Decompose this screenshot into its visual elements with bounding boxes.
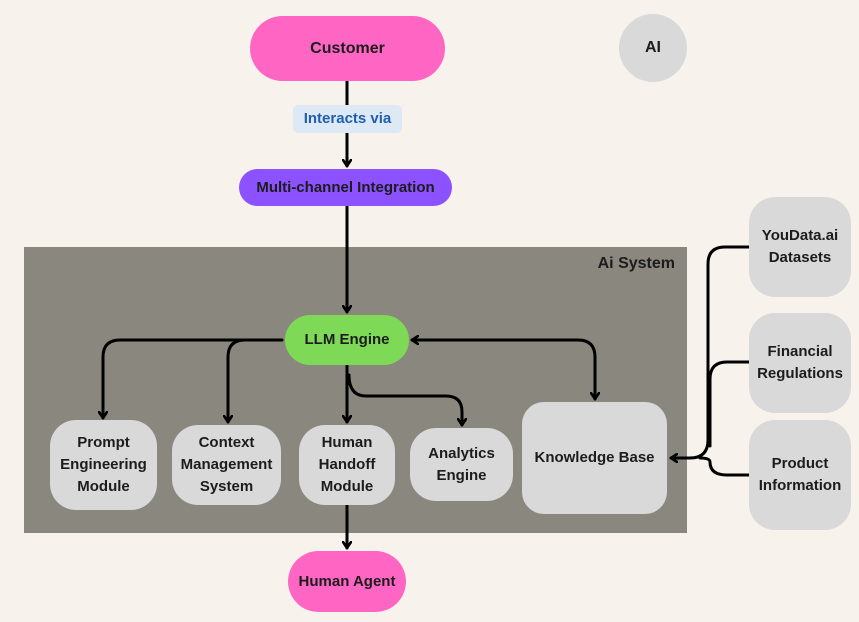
youdata-datasets-node: YouData.ai Datasets: [749, 197, 851, 297]
financial-regulations-node: Financial Regulations: [749, 313, 851, 413]
llm-label: LLM Engine: [304, 331, 390, 348]
human-agent-label: Human Agent: [298, 572, 396, 590]
panel-title: Ai System: [597, 255, 675, 272]
youdata-label: YouData.ai Datasets: [761, 227, 839, 266]
ai-badge: AI: [619, 14, 687, 82]
multichannel-label: Multi-channel Integration: [256, 178, 435, 196]
llm-engine-node: LLM Engine: [285, 315, 409, 365]
analytics-engine-node: Analytics Engine: [410, 428, 513, 501]
ai-badge-label: AI: [645, 39, 661, 56]
context-management-node: Context Management System: [172, 425, 281, 505]
prompt-engineering-node: Prompt Engineering Module: [50, 420, 157, 510]
prompt-label: Prompt Engineering Module: [60, 434, 147, 495]
customer-node: Customer: [250, 16, 445, 81]
multichannel-node: Multi-channel Integration: [239, 169, 452, 206]
human-handoff-node: Human Handoff Module: [299, 425, 395, 505]
product-information-node: Product Information: [749, 420, 851, 530]
context-label: Context Management System: [180, 434, 273, 495]
interacts-via-label: Interacts via: [293, 105, 402, 133]
product-label: Product Information: [758, 455, 842, 494]
financial-label: Financial Regulations: [757, 343, 843, 382]
analytics-label: Analytics Engine: [428, 444, 495, 484]
edge-product-knowledge: [698, 456, 751, 477]
handoff-label: Human Handoff Module: [318, 434, 376, 495]
knowledge-base-node: Knowledge Base: [522, 402, 667, 514]
knowledge-label: Knowledge Base: [534, 449, 655, 466]
interacts-via-text: Interacts via: [303, 110, 392, 127]
customer-label: Customer: [310, 39, 385, 57]
human-agent-node: Human Agent: [288, 551, 406, 612]
edge-financial-knowledge: [708, 360, 751, 448]
